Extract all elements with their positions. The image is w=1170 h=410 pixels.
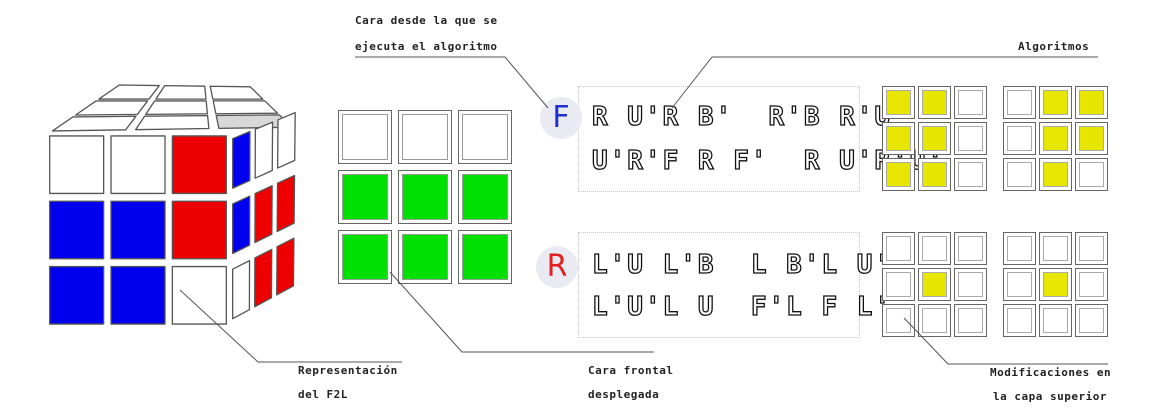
cube-front-sticker-0-2 [171,135,227,195]
cube-right-sticker-0-2 [276,112,296,169]
algorithm-box-r [578,232,860,338]
front-face-sticker-1 [398,110,452,164]
pattern-sticker-6 [1003,304,1036,337]
cube-right-face [231,112,296,320]
pattern-sticker-4 [918,268,951,301]
pattern-sticker-0 [1003,232,1036,265]
cube-top-sticker-2-0 [51,115,137,132]
algorithm-r-line1: L'U L'B L B'L U' [591,249,893,280]
label-f2l-line1: Representación [298,364,398,377]
pattern-sticker-7 [918,304,951,337]
front-face-sticker-3 [338,170,392,224]
pattern-sticker-1 [918,232,951,265]
pattern-sticker-1 [918,86,951,119]
cube-front-face [49,135,227,325]
front-face-sticker-5 [458,170,512,224]
label-upper-layer-line2: la capa superior [993,390,1107,403]
pattern-sticker-4 [918,122,951,155]
front-face-sticker-8 [458,230,512,284]
front-face-sticker-0 [338,110,392,164]
pattern-sticker-5 [1075,122,1108,155]
cube-front-sticker-2-0 [49,265,105,325]
pattern-grid-f-1 [882,86,987,191]
pattern-sticker-7 [1039,304,1072,337]
cube-front-sticker-0-0 [49,135,105,195]
pattern-grid-r-1 [882,232,987,337]
pattern-sticker-3 [882,122,915,155]
cube-front-sticker-1-1 [110,200,166,260]
cube-right-sticker-1-2 [276,174,296,233]
label-algorithms: Algoritmos [1018,40,1090,53]
cube-top-sticker-0-1 [155,84,207,100]
cube-right-sticker-0-0 [232,130,251,189]
pattern-sticker-0 [882,86,915,119]
pattern-sticker-1 [1039,86,1072,119]
pattern-sticker-8 [954,304,987,337]
label-front-face-line1: Cara frontal [588,364,674,377]
pattern-sticker-6 [882,158,915,191]
pattern-sticker-6 [882,304,915,337]
face-badge-f: F [540,97,582,139]
label-face-from-line1: Cara desde la que se [355,14,498,27]
cube-front-sticker-1-0 [49,200,105,260]
cube-right-sticker-1-0 [232,195,251,255]
cube-top-sticker-1-2 [212,100,279,115]
cube-top-sticker-0-0 [98,84,160,100]
pattern-sticker-0 [882,232,915,265]
cube-right-sticker-2-0 [231,259,251,320]
pattern-sticker-5 [954,122,987,155]
pattern-grid-r-2 [1003,232,1108,337]
cube-top-sticker-1-0 [74,100,149,116]
pattern-sticker-2 [1075,232,1108,265]
pattern-sticker-1 [1039,232,1072,265]
cube-front-sticker-2-1 [110,265,166,325]
label-front-face-line2: desplegada [588,388,660,401]
algorithm-r-line2: L'U'L U F'L F L' [591,291,893,322]
pattern-sticker-8 [1075,158,1108,191]
pattern-sticker-3 [882,268,915,301]
pattern-sticker-2 [954,232,987,265]
algorithm-f-line1: R U'R B' R'B R'U [591,101,893,132]
cube-right-sticker-1-1 [254,185,273,244]
cube-top-sticker-2-1 [134,114,210,131]
front-face-sticker-6 [338,230,392,284]
front-face-sticker-4 [398,170,452,224]
leader-face-from [355,56,549,109]
label-f2l-line2: del F2L [298,388,348,401]
cube-front-sticker-2-2 [171,265,227,325]
rubiks-cube-3d [49,84,296,325]
pattern-sticker-7 [918,158,951,191]
pattern-sticker-3 [1003,122,1036,155]
cube-top-sticker-1-1 [145,100,209,116]
pattern-sticker-5 [1075,268,1108,301]
label-face-from-line2: ejecuta el algoritmo [355,40,498,53]
face-badge-r: R [536,246,578,288]
pattern-sticker-8 [1075,304,1108,337]
label-upper-layer-line1: Modificaciones en [990,366,1112,379]
cube-front-sticker-1-2 [171,200,227,260]
cube-top-face [51,84,293,132]
pattern-sticker-7 [1039,158,1072,191]
front-face-grid [338,110,512,284]
pattern-sticker-6 [1003,158,1036,191]
pattern-sticker-4 [1039,122,1072,155]
pattern-sticker-3 [1003,268,1036,301]
pattern-sticker-2 [954,86,987,119]
cube-front-sticker-0-1 [110,135,166,195]
pattern-sticker-4 [1039,268,1072,301]
pattern-sticker-8 [954,158,987,191]
front-face-sticker-7 [398,230,452,284]
cube-right-sticker-0-1 [254,121,274,179]
cube-top-sticker-0-2 [209,85,264,100]
cube-right-sticker-2-1 [254,248,273,308]
front-face-sticker-2 [458,110,512,164]
pattern-sticker-5 [954,268,987,301]
pattern-grid-f-2 [1003,86,1108,191]
pattern-sticker-2 [1075,86,1108,119]
cube-right-sticker-2-2 [276,237,295,296]
pattern-sticker-0 [1003,86,1036,119]
